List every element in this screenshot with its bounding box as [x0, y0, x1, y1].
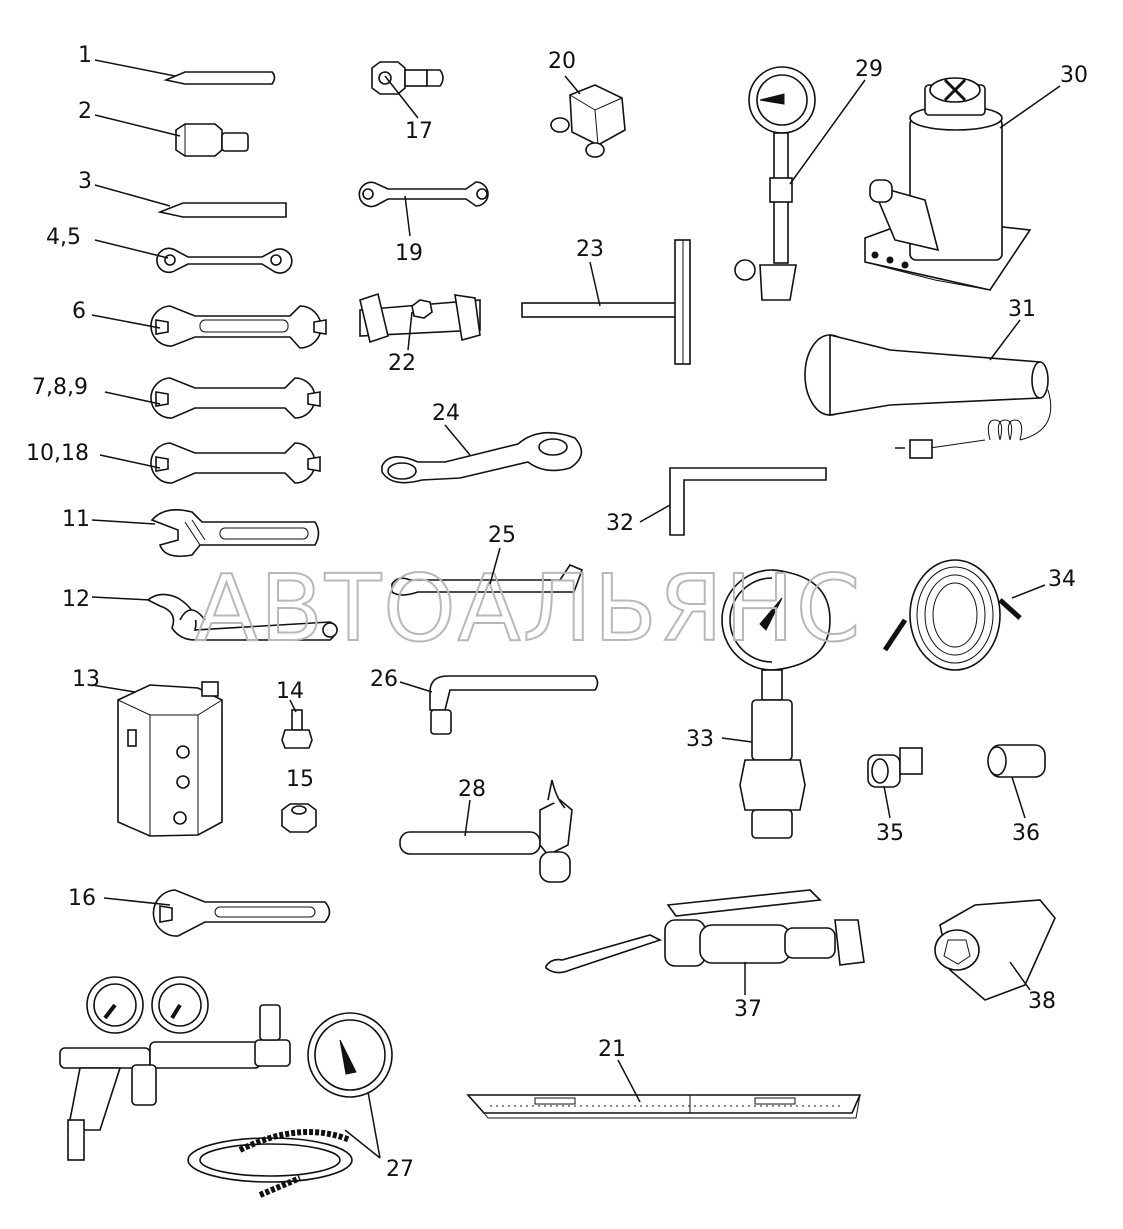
callout-13: 13	[72, 667, 100, 692]
tool-17-pin	[371, 61, 444, 95]
callout-37: 37	[734, 997, 762, 1022]
tool-30-jack	[864, 77, 1032, 291]
callout-7-8-9: 7,8,9	[32, 375, 88, 400]
tool-33-gauge-fitting	[721, 569, 831, 839]
callout-32: 32	[606, 511, 634, 536]
callout-labels: 1 2 3 4,5 6 7,8,9 10,18 11 12 13 14 15 1…	[26, 43, 1088, 1182]
callout-20: 20	[548, 49, 576, 74]
tool-37-grease-gun	[545, 889, 865, 974]
callout-24: 24	[432, 401, 460, 426]
callout-30: 30	[1060, 63, 1088, 88]
tool-1-punch	[163, 71, 276, 85]
tool-789-wrench	[150, 377, 321, 419]
tool-34-hose-coil	[882, 559, 1022, 671]
tool-11-adjustable-wrench	[150, 509, 320, 558]
tool-20-hex-block	[550, 84, 626, 158]
callout-34: 34	[1048, 567, 1076, 592]
callout-38: 38	[1028, 989, 1056, 1014]
tool-27-gas-regulator	[59, 976, 393, 1198]
callout-35: 35	[876, 821, 904, 846]
callout-11: 11	[62, 507, 90, 532]
callout-26: 26	[370, 667, 398, 692]
tool-1018-wrench	[150, 442, 321, 484]
callout-4-5: 4,5	[46, 225, 81, 250]
callout-19: 19	[395, 241, 423, 266]
callout-16: 16	[68, 886, 96, 911]
watermark: АВТОАЛЬЯНС	[195, 555, 862, 662]
callout-27: 27	[386, 1157, 414, 1182]
tool-32-hex-key	[669, 467, 827, 536]
tool-24-ring-wrench	[381, 431, 583, 484]
tool-29-pressure-tester	[734, 66, 816, 301]
tool-2-adapter	[175, 123, 249, 157]
callout-17: 17	[405, 119, 433, 144]
tool-38-nozzle	[934, 899, 1056, 1001]
tool-36-bushing	[987, 744, 1046, 778]
tool-28-hammer	[399, 779, 573, 883]
callout-33: 33	[686, 727, 714, 752]
tool-14-fitting	[281, 709, 313, 749]
tool-35-fitting	[867, 747, 923, 788]
callout-1: 1	[78, 43, 92, 68]
tool-45-small-wrench	[156, 247, 293, 274]
tool-19-wrench	[358, 181, 489, 208]
callout-14: 14	[276, 679, 304, 704]
tool-3-chisel	[157, 202, 287, 218]
callout-2: 2	[78, 99, 92, 124]
callout-21: 21	[598, 1037, 626, 1062]
tool-26-l-socket	[429, 675, 599, 735]
callout-31: 31	[1008, 297, 1036, 322]
tool-25-hook-bar	[391, 564, 584, 596]
callout-28: 28	[458, 777, 486, 802]
callout-15: 15	[286, 767, 314, 792]
leader-lines	[91, 59, 1061, 1159]
callout-6: 6	[72, 299, 86, 324]
tool-15-nut	[281, 803, 317, 833]
tool-13-hex-box	[117, 681, 223, 837]
callout-3: 3	[78, 169, 92, 194]
callout-12: 12	[62, 587, 90, 612]
tool-22-plate-tool	[359, 292, 481, 344]
tool-31-inspection-lamp	[804, 333, 1052, 459]
tool-23-t-handle	[521, 239, 691, 365]
callout-29: 29	[855, 57, 883, 82]
callout-25: 25	[488, 523, 516, 548]
callout-10-18: 10,18	[26, 441, 89, 466]
callout-22: 22	[388, 351, 416, 376]
tool-16-wrench	[152, 889, 331, 937]
tool-12-hook-spanner	[146, 593, 338, 641]
tool-21-ruler	[466, 1094, 862, 1119]
tool-6-wrench	[150, 305, 327, 349]
callout-36: 36	[1012, 821, 1040, 846]
callout-23: 23	[576, 237, 604, 262]
